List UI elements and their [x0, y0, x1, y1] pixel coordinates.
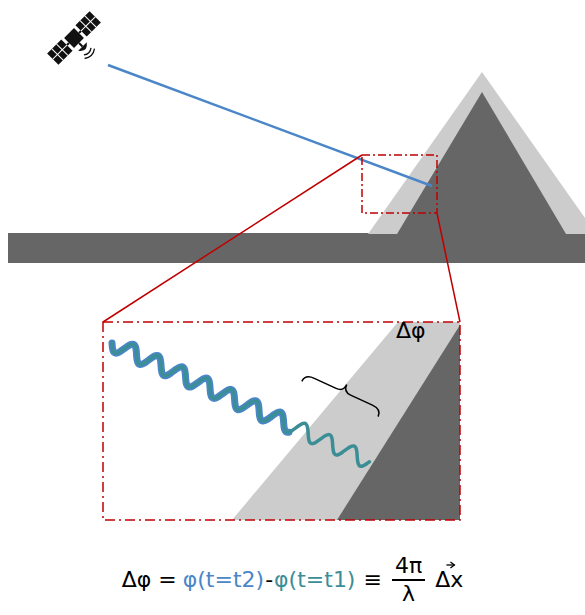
zoom-line [103, 155, 362, 322]
wave-group [112, 343, 369, 466]
zoom-line [437, 213, 460, 322]
formula-operator: ≡ [363, 567, 381, 592]
brace [302, 367, 385, 417]
phase-label: Δφ [396, 318, 426, 343]
core-zoom [337, 325, 460, 520]
zoom-frame [103, 322, 460, 520]
formula-term: φ(t=t2) [183, 567, 264, 592]
formula: Δφ =φ(t=t2)-φ(t=t1) ≡ 4πλ Δx [0, 553, 585, 606]
vector-wrap: Δx [435, 567, 463, 592]
line-of-sight [108, 65, 432, 186]
mountain-deformed-layer [368, 72, 585, 234]
fraction-numerator: 4π [392, 553, 425, 581]
fraction: 4πλ [392, 553, 425, 606]
zoom-window [362, 155, 437, 213]
formula-operator: - [265, 567, 273, 592]
fraction-denominator: λ [402, 581, 415, 606]
wave-t1 [112, 343, 369, 466]
ground-bar [8, 233, 585, 263]
satellite-icon [47, 11, 112, 76]
displacement-vector: Δx [435, 567, 463, 592]
formula-term: φ(t=t1) [274, 567, 355, 592]
formula-lhs: Δφ = [122, 567, 177, 592]
